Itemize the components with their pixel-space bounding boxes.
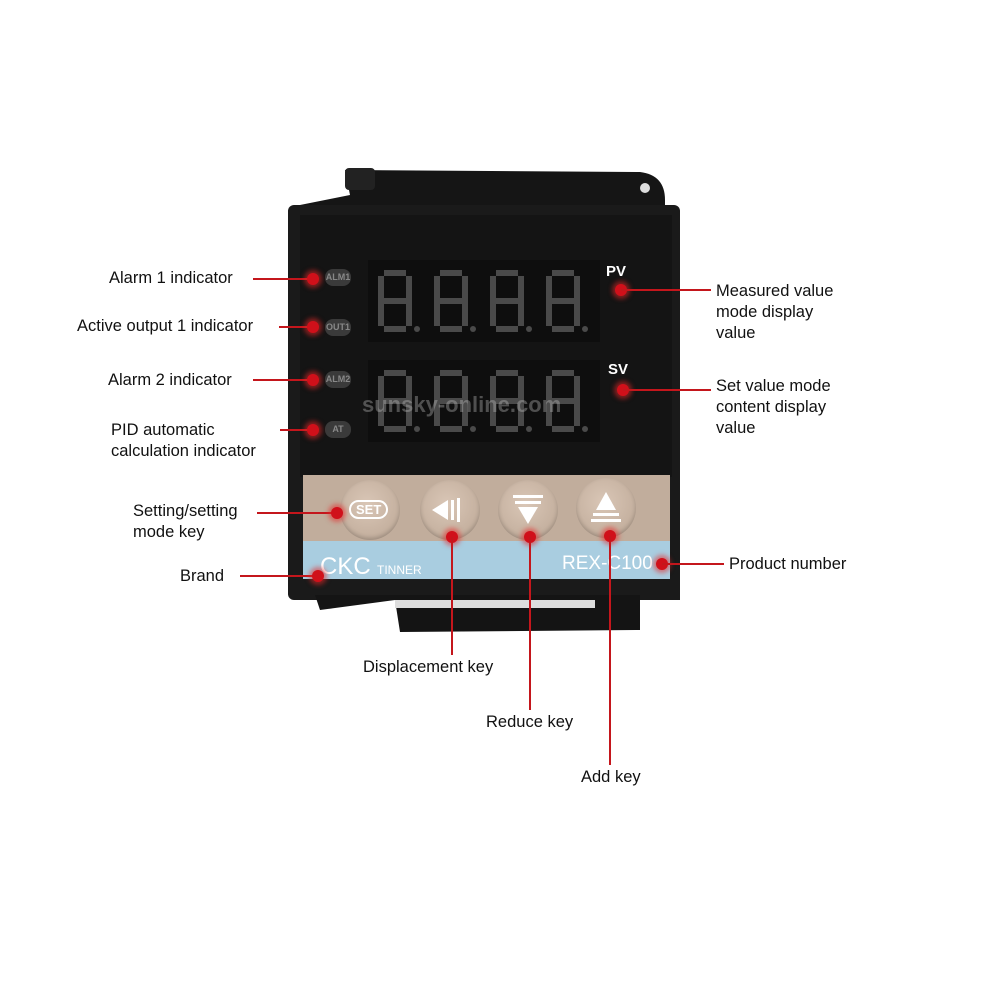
display-segment [518,376,524,401]
callout-add: Add key [581,768,641,786]
display-segment [552,370,574,376]
displacement-key[interactable] [420,480,480,540]
display-segment [496,370,518,376]
down-arrow-icon [513,495,543,524]
display-segment [490,401,496,426]
sv-label: SV [608,361,629,378]
display-segment [440,398,462,404]
display-segment [378,276,384,301]
decimal-point [582,326,588,332]
reduce-key[interactable] [498,480,558,540]
display-segment [440,270,462,276]
display-segment [552,270,574,276]
display-segment [440,370,462,376]
display-segment [406,276,412,301]
display-segment [462,401,468,426]
decimal-point [526,326,532,332]
decimal-point [582,426,588,432]
set-key-label: SET [349,500,389,519]
display-segment [384,426,406,432]
brand-logo: CKC [320,553,371,580]
display-segment [574,401,580,426]
display-segment [574,301,580,326]
decimal-point [470,326,476,332]
display-segment [434,401,440,426]
display-segment [406,401,412,426]
decimal-point [526,426,532,432]
display-segment [462,376,468,401]
display-segment [574,376,580,401]
display-segment [546,301,552,326]
brand-sub: TINNER [377,563,422,577]
display-segment [546,276,552,301]
display-segment [462,301,468,326]
set-key[interactable]: SET [340,480,400,540]
display-segment [434,376,440,401]
display-segment [384,398,406,404]
callout-reduce: Reduce key [486,713,574,731]
add-key[interactable] [576,478,636,538]
display-segment [384,270,406,276]
display-segment [440,426,462,432]
display-segment [518,276,524,301]
display-segment [440,298,462,304]
out1-indicator: OUT1 [325,319,351,336]
display-segment [490,276,496,301]
display-segment [434,276,440,301]
display-segment [434,301,440,326]
up-arrow-icon [591,492,621,522]
alm1-indicator: ALM1 [325,269,351,286]
decimal-point [414,326,420,332]
model-number: REX-C100 [562,553,653,574]
callout-alarm2: Alarm 2 indicator [108,371,232,389]
display-segment [496,426,518,432]
alm2-indicator: ALM2 [325,371,351,388]
decimal-point [414,426,420,432]
display-segment [378,401,384,426]
display-segment [384,326,406,332]
display-segment [518,301,524,326]
display-segment [490,301,496,326]
callout-brand: Brand [180,567,225,585]
callout-product: Product number [729,555,847,573]
display-segment [496,298,518,304]
display-segment [552,298,574,304]
decimal-point [470,426,476,432]
at-indicator: AT [325,421,351,438]
display-segment [462,276,468,301]
display-segment [440,326,462,332]
callout-displacement: Displacement key [363,658,494,676]
watermark: sunsky-online.com [362,392,562,417]
display-segment [384,370,406,376]
display-segment [546,401,552,426]
callout-out1: Active output 1 indicator [77,317,254,335]
display-segment [552,398,574,404]
display-segment [552,326,574,332]
display-segment [406,301,412,326]
display-segment [496,270,518,276]
display-segment [490,376,496,401]
display-segment [518,401,524,426]
display-segment [384,298,406,304]
display-segment [496,398,518,404]
display-segment [574,276,580,301]
display-segment [546,376,552,401]
shift-left-icon [432,498,460,522]
callout-alarm1: Alarm 1 indicator [109,269,233,287]
display-segment [406,376,412,401]
display-segment [378,376,384,401]
display-segment [552,426,574,432]
display-segment [378,301,384,326]
pv-label: PV [606,263,627,280]
display-segment [496,326,518,332]
